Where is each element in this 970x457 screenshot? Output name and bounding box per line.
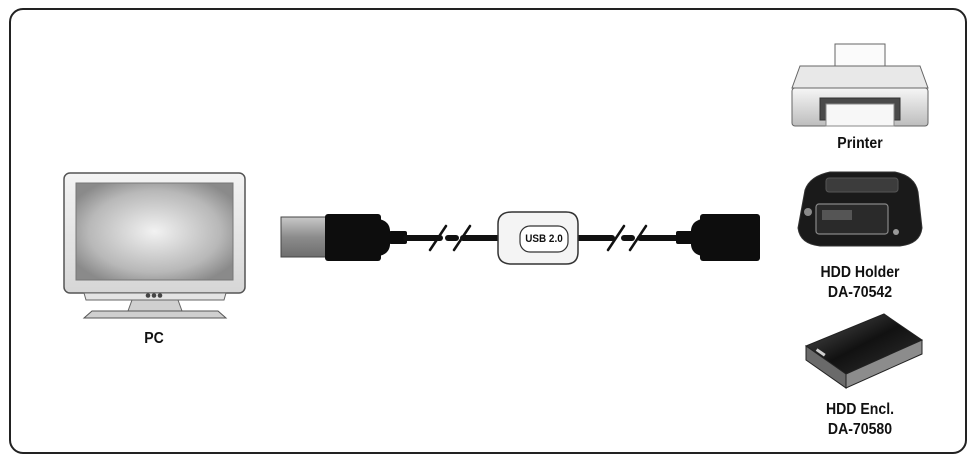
usb-b-plug-icon — [676, 214, 760, 261]
hdd-enclosure-label: HDD Encl. — [825, 401, 895, 418]
usb-cable — [403, 224, 683, 252]
usb-version-label: USB 2.0 — [525, 233, 563, 245]
printer-icon — [791, 43, 929, 127]
hdd-enclosure-model: DA-70580 — [827, 421, 893, 438]
hdd-holder-model: DA-70542 — [827, 284, 893, 301]
usb-coupler-icon — [497, 211, 579, 265]
hdd-enclosure-icon — [804, 313, 924, 389]
pc-monitor-icon — [63, 172, 246, 319]
hdd-holder-icon — [797, 171, 923, 247]
hdd-holder-label: HDD Holder — [820, 264, 900, 281]
printer-label: Printer — [837, 135, 883, 152]
pc-label: PC — [144, 330, 164, 347]
usb-a-plug-icon — [280, 214, 407, 261]
